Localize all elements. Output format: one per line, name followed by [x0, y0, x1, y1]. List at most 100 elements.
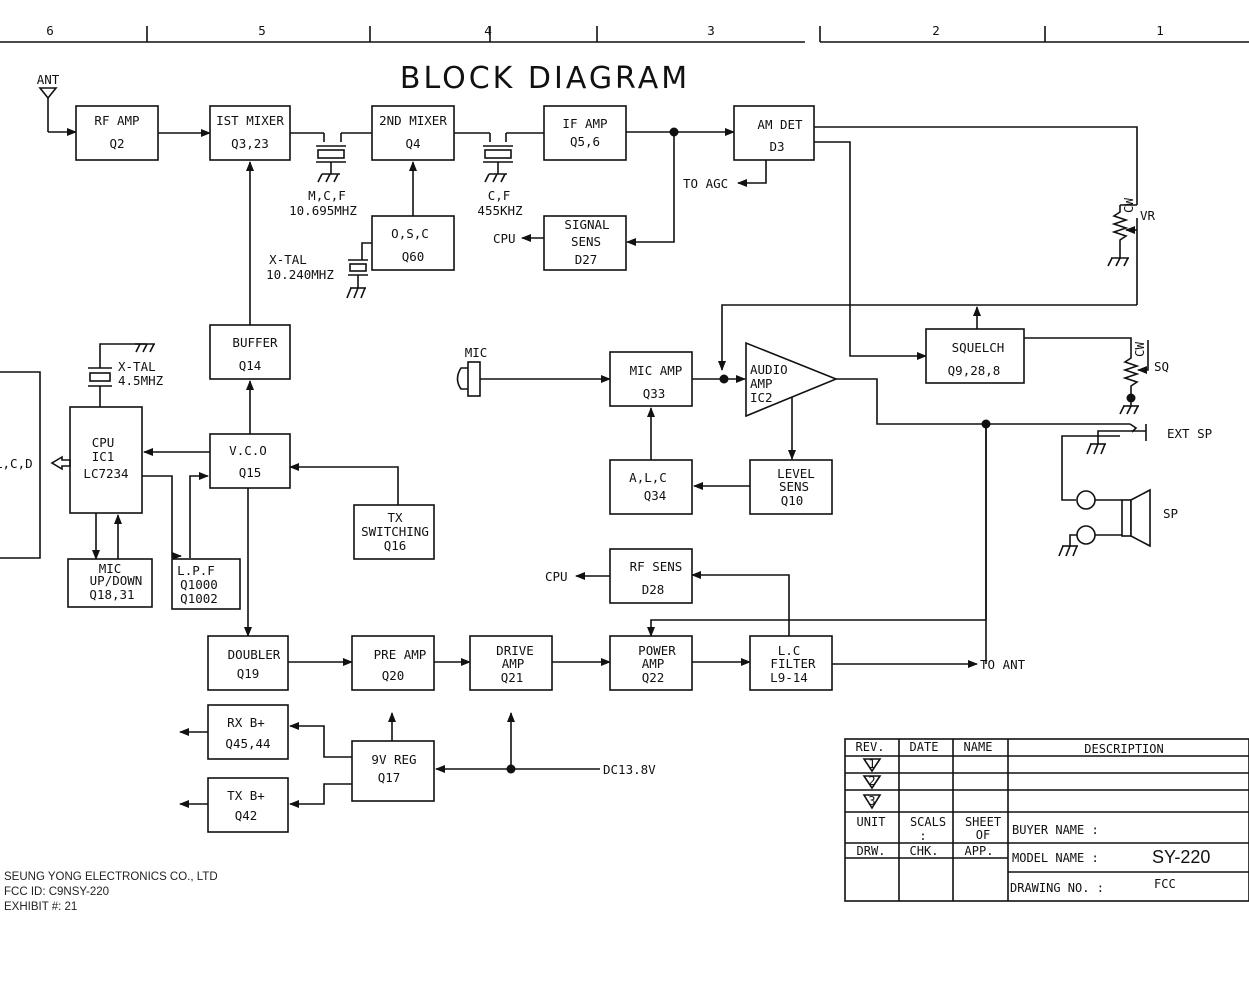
if-amp-block: IF AMP Q5,6 [543, 105, 627, 161]
block-text: L9-14 [770, 670, 808, 685]
drive-amp-block: DRIVE AMP Q21 [469, 635, 553, 691]
tb-rev: REV. [856, 740, 885, 754]
block-text: AMP [502, 656, 525, 671]
diagram-title: BLOCK DIAGRAM [400, 61, 690, 96]
block-text: BUFFER [232, 335, 278, 350]
block-text: TX [387, 510, 403, 525]
tb-chk: CHK. [910, 844, 939, 858]
block-text: Q17 [378, 770, 401, 785]
dc-label: DC13.8V [603, 762, 656, 777]
block-text: IC1 [92, 449, 115, 464]
rev-mark: 3 [868, 794, 875, 808]
block-text: V.C.O [229, 443, 267, 458]
pre-amp-block: PRE AMP Q20 [351, 635, 435, 691]
cpu-rf-label: CPU [545, 569, 568, 584]
antenna-icon [38, 87, 77, 136]
audio-amp-block: AUDIO AMP IC2 [745, 341, 839, 418]
osc-block: O,S,C Q60 [371, 215, 455, 271]
block-text: PRE AMP [374, 647, 427, 662]
block-text: 9V REG [371, 752, 416, 767]
block-text: Q1002 [180, 591, 218, 606]
tx-b-block: TX B+ Q42 [207, 777, 289, 833]
block-text: UP/DOWN [90, 573, 143, 588]
rf-sens-block: RF SENS D28 [609, 548, 693, 604]
tb-sheet: SHEET [965, 815, 1001, 829]
block-text: Q3,23 [231, 136, 269, 151]
block-text: Q18,31 [89, 587, 134, 602]
block-text: Q42 [235, 808, 258, 823]
title-block: REV. DATE NAME DESCRIPTION 1 2 3 UNIT SC… [844, 738, 1249, 902]
cpu-block: CPU IC1 LC7234 [69, 406, 143, 514]
reg9v-block: 9V REG Q17 [351, 740, 435, 802]
block-text: MIC AMP [630, 363, 683, 378]
tb-app: APP. [965, 844, 994, 858]
am-det-block: AM DET D3 [733, 105, 815, 161]
mixer1-block: IST MIXER Q3,23 [209, 105, 291, 161]
zone-label: 2 [932, 23, 940, 38]
block-text: TX B+ [227, 788, 265, 803]
block-text: IF AMP [562, 116, 607, 131]
block-text: RX B+ [227, 715, 265, 730]
to-ant-label: TO ANT [980, 657, 1026, 672]
xtal1-freq-label: 10.240MHZ [266, 267, 334, 282]
buffer-block: BUFFER Q14 [209, 324, 291, 380]
vr-potentiometer-icon [1107, 204, 1138, 305]
power-amp-block: POWER AMP Q22 [609, 635, 693, 691]
vco-block: V.C.O Q15 [209, 433, 291, 489]
mic-label: MIC [465, 345, 488, 360]
signal-sens-block: SIGNAL SENS D27 [543, 215, 627, 271]
block-text: 2ND MIXER [379, 113, 447, 128]
block-text: IST MIXER [216, 113, 284, 128]
block-text: D28 [642, 582, 665, 597]
block-text: DRIVE [496, 643, 534, 658]
tb-drw: DRW. [857, 844, 886, 858]
tb-unit: UNIT [857, 815, 886, 829]
mic-updown-block: MIC UP/DOWN Q18,31 [67, 558, 153, 608]
level-sens-block: LEVEL SENS Q10 [749, 459, 833, 515]
mcf-filter-icon [290, 132, 372, 183]
block-text: SWITCHING [361, 524, 429, 539]
mcf-label: M,C,F [308, 188, 346, 203]
speaker-icon [1058, 488, 1151, 557]
mic-amp-block: MIC AMP Q33 [609, 351, 693, 407]
block-text: LEVEL [777, 466, 815, 481]
sq-potentiometer-icon [1119, 340, 1149, 415]
frame-ruler: 6 5 4 3 2 1 [0, 23, 1249, 43]
xtal1-icon [346, 242, 372, 299]
block-text: Q14 [239, 358, 262, 373]
block-text: Q45,44 [225, 736, 270, 751]
rf-amp-block: RF AMP Q2 [75, 105, 159, 161]
cw-label: CW [1121, 197, 1136, 213]
cpu-signal-label: CPU [493, 231, 516, 246]
rev-mark: 2 [868, 774, 875, 788]
sp-label: SP [1163, 506, 1178, 521]
block-text: A,L,C [629, 470, 667, 485]
ext-sp-jack-icon [1061, 423, 1147, 501]
mcf-freq-label: 10.695MHZ [289, 203, 357, 218]
block-text: Q4 [405, 136, 420, 151]
block-text: AMP [642, 656, 665, 671]
alc-block: A,L,C Q34 [609, 459, 693, 515]
lpf-block: L.P.F Q1000 Q1002 [171, 558, 241, 610]
xtal2-label: X-TAL [118, 359, 156, 374]
to-agc-label: TO AGC [683, 176, 728, 191]
rx-b-block: RX B+ Q45,44 [207, 704, 289, 760]
zone-label: 1 [1156, 23, 1164, 38]
lcd-block [0, 371, 71, 559]
zone-label: 3 [707, 23, 715, 38]
tb-description: DESCRIPTION [1084, 742, 1163, 756]
cf-freq-label: 455KHZ [477, 203, 523, 218]
block-text: Q15 [239, 465, 262, 480]
cw-label: CW [1132, 341, 1147, 357]
block-text: SENS [571, 234, 601, 249]
lcd-label: L,C,D [0, 456, 33, 471]
tx-switching-block: TX SWITCHING Q16 [353, 504, 435, 560]
zone-label: 4 [484, 23, 492, 38]
tb-buyer: BUYER NAME : [1012, 823, 1099, 837]
block-text: DOUBLER [228, 647, 281, 662]
tb-date: DATE [910, 740, 939, 754]
block-text: Q10 [781, 493, 804, 508]
doubler-block: DOUBLER Q19 [207, 635, 289, 691]
tb-of: OF [976, 828, 990, 842]
